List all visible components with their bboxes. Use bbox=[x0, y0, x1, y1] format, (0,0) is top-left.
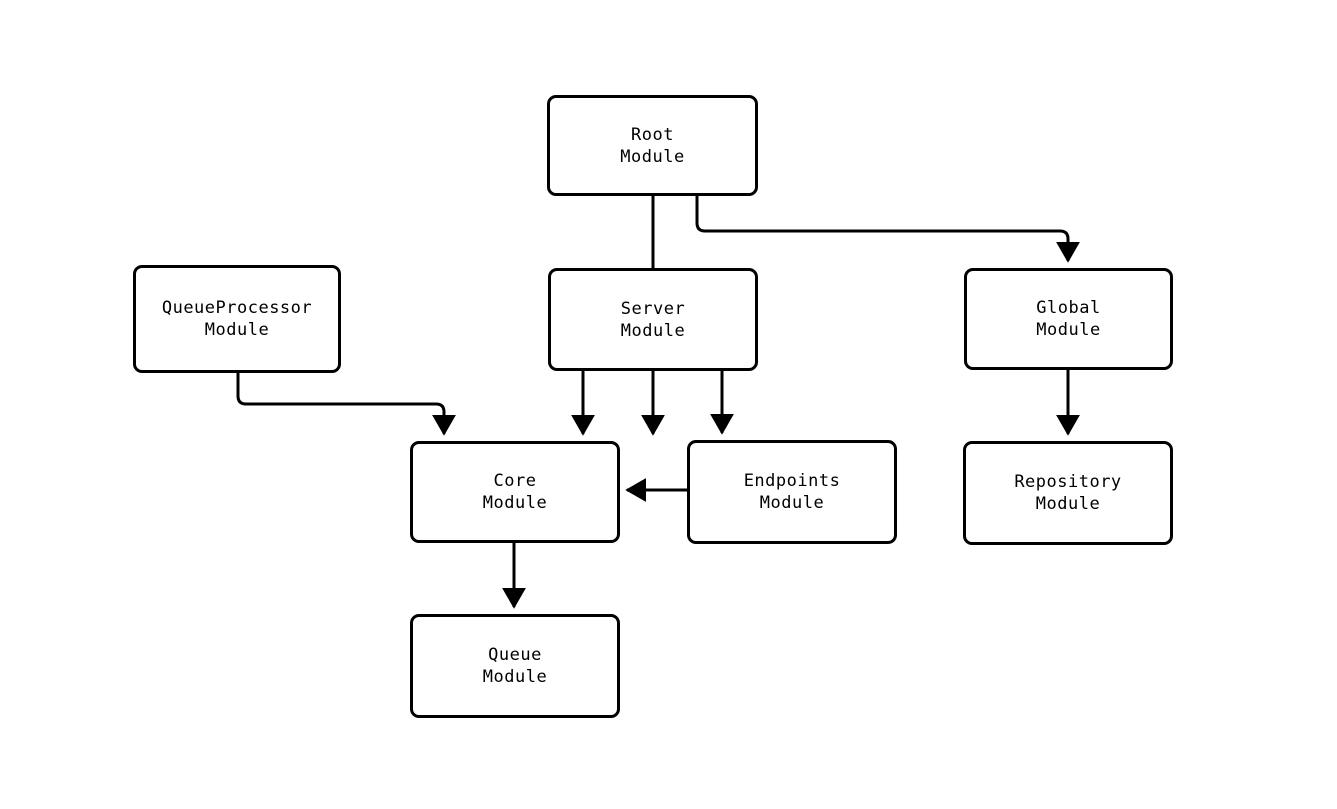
node-core-module-suffix: Module bbox=[482, 493, 548, 513]
node-repository-module-name: Repository bbox=[1014, 472, 1122, 492]
node-server-module[interactable]: Server Module bbox=[548, 268, 758, 371]
edge-root-to-global bbox=[695, 196, 1080, 263]
node-repository-module-suffix: Module bbox=[1035, 494, 1101, 514]
node-root-module-name: Root bbox=[631, 124, 674, 145]
node-global-module-name: Global bbox=[1036, 298, 1101, 318]
node-queue-module-suffix: Module bbox=[482, 667, 548, 687]
node-root-module-suffix: Module bbox=[620, 146, 685, 167]
node-global-module-suffix: Module bbox=[1036, 320, 1101, 340]
node-queue-module[interactable]: Queue Module bbox=[410, 614, 620, 718]
node-queue-module-name: Queue bbox=[488, 645, 542, 665]
node-endpoints-module[interactable]: Endpoints Module bbox=[687, 440, 897, 544]
node-root-module[interactable]: Root Module bbox=[547, 95, 758, 196]
edge-queueprocessor-to-core bbox=[236, 373, 456, 436]
node-server-module-name: Server bbox=[620, 298, 686, 319]
node-core-module-name: Core bbox=[493, 471, 537, 491]
node-queueprocessor-module-name: QueueProcessor bbox=[161, 298, 313, 318]
node-repository-module[interactable]: Repository Module bbox=[963, 441, 1173, 545]
node-endpoints-module-suffix: Module bbox=[759, 493, 825, 513]
node-core-module[interactable]: Core Module bbox=[410, 441, 620, 543]
node-endpoints-module-name: Endpoints bbox=[743, 471, 841, 491]
node-global-module[interactable]: Global Module bbox=[964, 268, 1173, 370]
node-queueprocessor-module-suffix: Module bbox=[204, 320, 270, 340]
node-queueprocessor-module[interactable]: QueueProcessor Module bbox=[133, 265, 341, 373]
node-server-module-suffix: Module bbox=[620, 320, 686, 341]
